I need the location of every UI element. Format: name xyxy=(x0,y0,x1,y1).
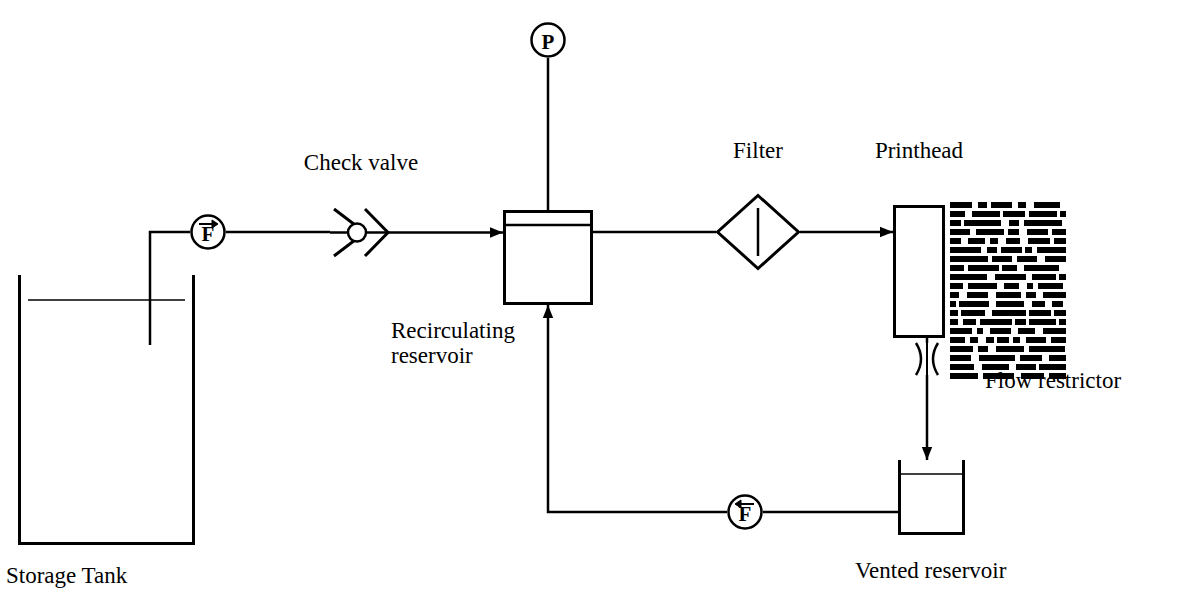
flow-meter: F xyxy=(727,494,763,530)
check-valve-outline xyxy=(330,205,392,260)
symbol-letter: P xyxy=(530,22,566,58)
symbol-letter: F xyxy=(727,494,763,530)
filter-outline xyxy=(716,194,800,270)
check-valve: Check valve xyxy=(330,205,392,260)
part-label: Storage Tank xyxy=(6,563,127,588)
pipe xyxy=(800,231,893,234)
storage-tank: Storage Tank xyxy=(18,275,195,545)
flow-restrictor: Flow restrictor xyxy=(913,343,941,375)
flow-meter: F xyxy=(190,214,226,250)
symbol-letter: F xyxy=(190,214,226,250)
flow-restrictor-outline xyxy=(913,343,941,375)
pipe xyxy=(548,305,727,512)
part-label: Recirculating reservoir xyxy=(391,318,539,369)
printed-pattern xyxy=(950,202,1066,379)
pipe xyxy=(926,338,929,343)
pressure-gauge: P xyxy=(530,22,566,58)
storage-tank-outline xyxy=(18,275,195,545)
recirculating-reservoir: Recirculating reservoir xyxy=(503,210,593,305)
vented-reservoir-outline xyxy=(898,460,965,535)
pipe xyxy=(226,231,330,234)
pipe xyxy=(150,232,190,275)
recirculating-reservoir-outline xyxy=(503,210,593,305)
printhead-outline xyxy=(893,205,945,338)
pipe xyxy=(763,511,898,514)
part-label: Flow restrictor xyxy=(985,368,1121,393)
printhead: Printhead xyxy=(893,205,945,338)
part-label: Filter xyxy=(733,138,783,163)
pipe xyxy=(547,58,550,210)
vented-reservoir: Vented reservoir xyxy=(898,460,965,535)
pipe xyxy=(392,231,503,234)
part-label: Printhead xyxy=(875,138,963,163)
part-label: Check valve xyxy=(304,150,418,175)
part-label: Vented reservoir xyxy=(855,558,1006,583)
pipe xyxy=(593,231,716,234)
pipe xyxy=(926,375,929,460)
filter: Filter xyxy=(716,194,800,270)
